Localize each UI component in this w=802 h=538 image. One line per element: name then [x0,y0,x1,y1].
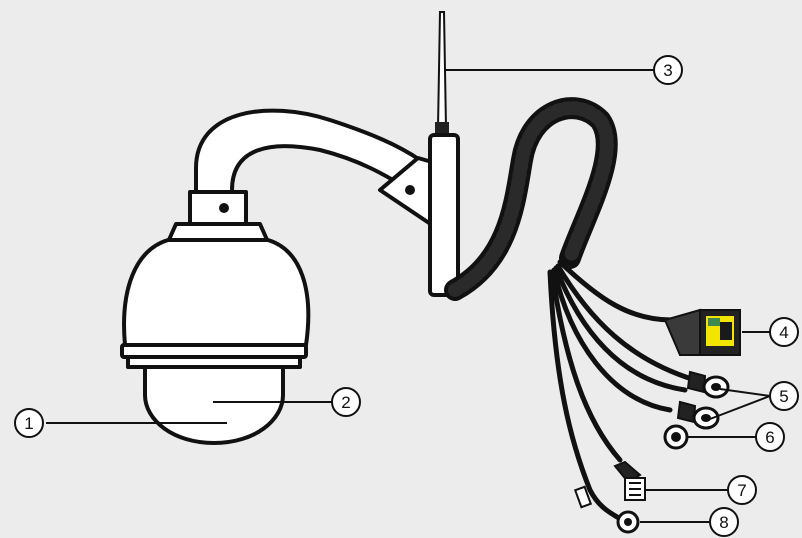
dome-housing [120,238,311,369]
lens-bubble [143,365,285,446]
svg-text:2: 2 [341,393,350,412]
leader-lines [46,69,771,523]
callout-3: 3 [653,55,683,85]
cable-tag [573,485,593,509]
bracket-screw [405,185,415,195]
rj45-connector [663,308,741,356]
callout-1: 1 [14,408,44,438]
svg-text:8: 8 [719,513,728,532]
breakout-cables [547,259,698,523]
svg-text:4: 4 [779,323,788,342]
svg-text:3: 3 [663,61,672,80]
svg-text:6: 6 [765,428,774,447]
svg-text:5: 5 [779,387,788,406]
round-connector-small [616,510,640,534]
callout-6: 6 [755,422,785,452]
callout-5: 5 [769,381,799,411]
dome-collar [166,190,270,244]
collar-screw [219,203,229,213]
callout-7: 7 [727,475,757,505]
antenna [435,11,449,136]
svg-text:7: 7 [737,481,746,500]
svg-text:1: 1 [24,414,33,433]
dc-connector-a [686,370,730,399]
callout-2: 2 [331,387,361,417]
terminal-connector [613,460,646,501]
wall-plate [428,133,460,297]
callout-8: 8 [709,507,739,537]
dc-connector-b [676,400,720,430]
callout-4: 4 [769,317,799,347]
round-connector [663,424,689,450]
main-cable [444,97,618,301]
